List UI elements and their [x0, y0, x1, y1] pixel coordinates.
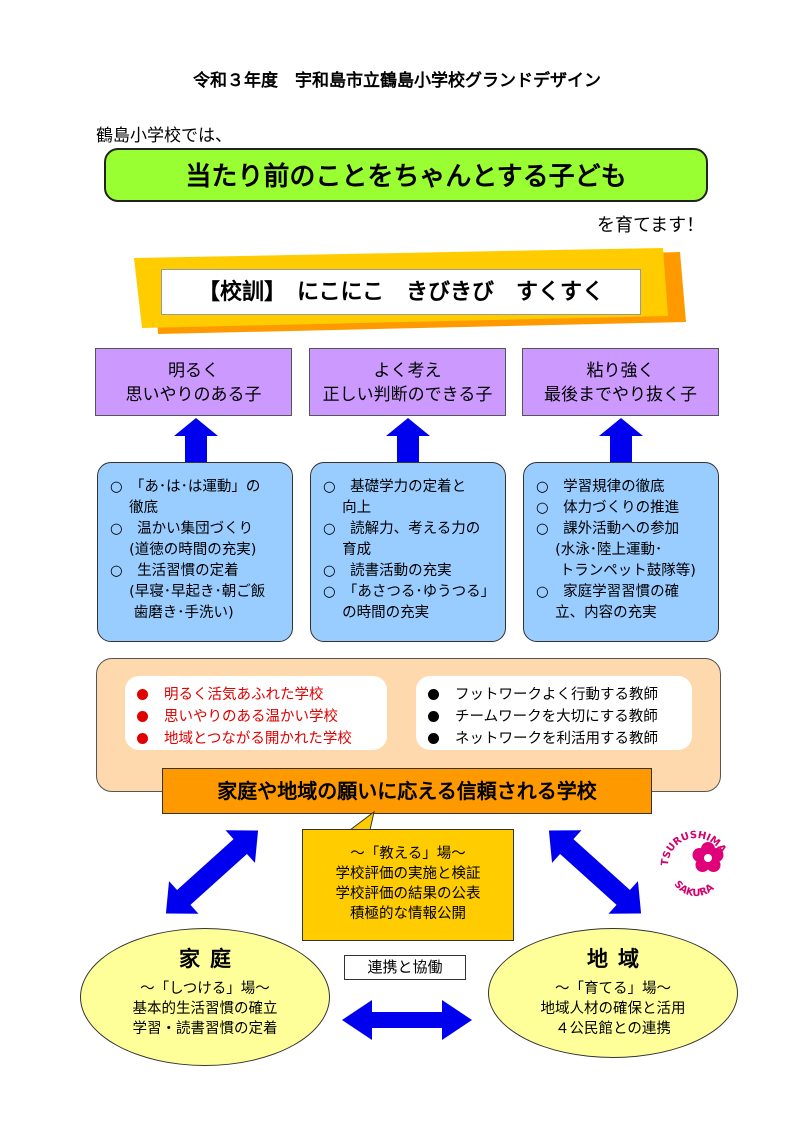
strategy-line: ○ 課外活動への参加	[536, 521, 680, 537]
school-goals-list: 明るく活気あふれた学校 思いやりのある温かい学校 地域とつながる開かれた学校	[125, 676, 387, 750]
teach-line: 学校評価の実施と検証	[335, 866, 481, 882]
teach-callout: ～「教える」場～ 学校評価の実施と検証 学校評価の結果の公表 積極的な情報公開	[302, 829, 514, 941]
goal-box-3: 粘り強く 最後までやり抜く子	[522, 348, 719, 416]
strategy-line: 徹底	[110, 500, 159, 516]
community-title: 地域	[587, 947, 649, 971]
goal-line: よく考え	[373, 361, 442, 381]
bullet-icon	[137, 689, 148, 700]
goal-box-1: 明るく 思いやりのある子	[95, 348, 292, 416]
list-item: 地域とつながる開かれた学校	[137, 728, 387, 750]
home-ellipse: 家庭 ～「しつける」場～ 基本的生活習慣の確立 学習・読書習慣の定着	[80, 928, 330, 1066]
goal-line: 粘り強く	[586, 361, 655, 381]
home-title: 家庭	[179, 947, 241, 971]
double-arrow-icon	[165, 830, 259, 914]
list-item: チームワークを大切にする教師	[428, 706, 692, 728]
raise-text: を育てます！	[597, 215, 705, 236]
strategy-line: ○ 生活習慣の定着	[110, 563, 239, 579]
list-item: 思いやりのある温かい学校	[137, 706, 387, 728]
goal-line: 思いやりのある子	[125, 385, 262, 405]
community-heading: ～「育てる」場～	[555, 981, 671, 997]
bullet-icon	[137, 711, 148, 722]
strategy-line: ○ 家庭学習習慣の確	[536, 584, 680, 600]
strategy-line: の時間の充実	[323, 605, 430, 621]
double-arrow-icon	[548, 830, 642, 914]
strategy-box-2: ○ 基礎学力の定着と 向上 ○ 読解力、考える力の 育成 ○ 読書活動の充実 ○…	[310, 462, 506, 642]
strategy-line: ○ 「あさつる･ゆうつる」	[323, 584, 496, 600]
list-item: フットワークよく行動する教師	[428, 684, 692, 706]
up-arrow-icon	[599, 418, 643, 462]
trust-banner: 家庭や地域の願いに応える信頼される学校	[162, 768, 652, 814]
strategy-line: ○ 温かい集団づくり	[110, 521, 254, 537]
page-title: 令和３年度 宇和島市立鶴島小学校グランドデザイン	[193, 71, 601, 91]
bullet-icon	[428, 689, 439, 700]
teach-line: 積極的な情報公開	[350, 906, 466, 922]
strategy-line: ○ 読解力、考える力の	[323, 521, 481, 537]
strategy-line: ○ 読書活動の充実	[323, 563, 452, 579]
intro-text: 鶴島小学校では、	[96, 126, 232, 146]
double-arrow-icon	[342, 1000, 472, 1040]
strategy-line: 歯磨き･手洗い)	[110, 605, 234, 621]
strategy-line: ○ 体力づくりの推進	[536, 500, 680, 516]
sakura-logo-icon: TSURUSHIMA SAKURA	[660, 830, 728, 899]
goal-box-2: よく考え 正しい判断のできる子	[309, 348, 506, 416]
home-line: 基本的生活習慣の確立	[132, 1001, 278, 1017]
motto-banner: 当たり前のことをちゃんとする子ども	[104, 148, 708, 202]
home-line: 学習・読書習慣の定着	[132, 1021, 278, 1037]
home-heading: ～「しつける」場～	[140, 981, 270, 997]
strategy-line: (早寝･早起き･朝ご飯	[110, 584, 266, 600]
cooperation-label: 連携と協働	[344, 955, 466, 980]
teach-heading: ～「教える」場～	[350, 846, 466, 862]
community-line: ４公民館との連携	[555, 1021, 671, 1037]
strategy-line: 育成	[323, 542, 372, 558]
community-ellipse: 地域 ～「育てる」場～ 地域人材の確保と活用 ４公民館との連携	[488, 928, 738, 1058]
strategy-line: 向上	[323, 500, 372, 516]
strategy-line: 立、内容の充実	[536, 605, 657, 621]
goal-line: 正しい判断のできる子	[322, 385, 493, 405]
teach-line: 学校評価の結果の公表	[335, 886, 481, 902]
strategy-box-3: ○ 学習規律の徹底 ○ 体力づくりの推進 ○ 課外活動への参加 (水泳･陸上運動…	[523, 462, 719, 642]
strategy-line: (道徳の時間の充実)	[110, 542, 257, 558]
strategy-line: ○ 学習規律の徹底	[536, 479, 665, 495]
up-arrow-icon	[386, 418, 430, 462]
list-item: 明るく活気あふれた学校	[137, 684, 387, 706]
list-item: ネットワークを利活用する教師	[428, 728, 692, 750]
up-arrow-icon	[174, 418, 218, 462]
strategy-line: ○ 基礎学力の定着と	[323, 479, 467, 495]
goal-line: 最後までやり抜く子	[544, 385, 697, 405]
strategy-line: (水泳･陸上運動･	[536, 542, 663, 558]
kokun-text: 【校訓】 にこにこ きびきび すくすく	[161, 269, 641, 315]
goal-line: 明るく	[168, 361, 219, 381]
strategy-line: ○ 「あ･は･は運動」の	[110, 479, 261, 495]
logo-bottom-text: SAKURA	[672, 879, 717, 899]
bullet-icon	[428, 733, 439, 744]
bullet-icon	[428, 711, 439, 722]
strategy-box-1: ○ 「あ･は･は運動」の 徹底 ○ 温かい集団づくり (道徳の時間の充実) ○ …	[97, 462, 293, 642]
strategy-line: トランペット鼓隊等)	[536, 563, 696, 579]
teacher-goals-list: フットワークよく行動する教師 チームワークを大切にする教師 ネットワークを利活用…	[416, 676, 692, 750]
bullet-icon	[137, 733, 148, 744]
community-line: 地域人材の確保と活用	[540, 1001, 686, 1017]
